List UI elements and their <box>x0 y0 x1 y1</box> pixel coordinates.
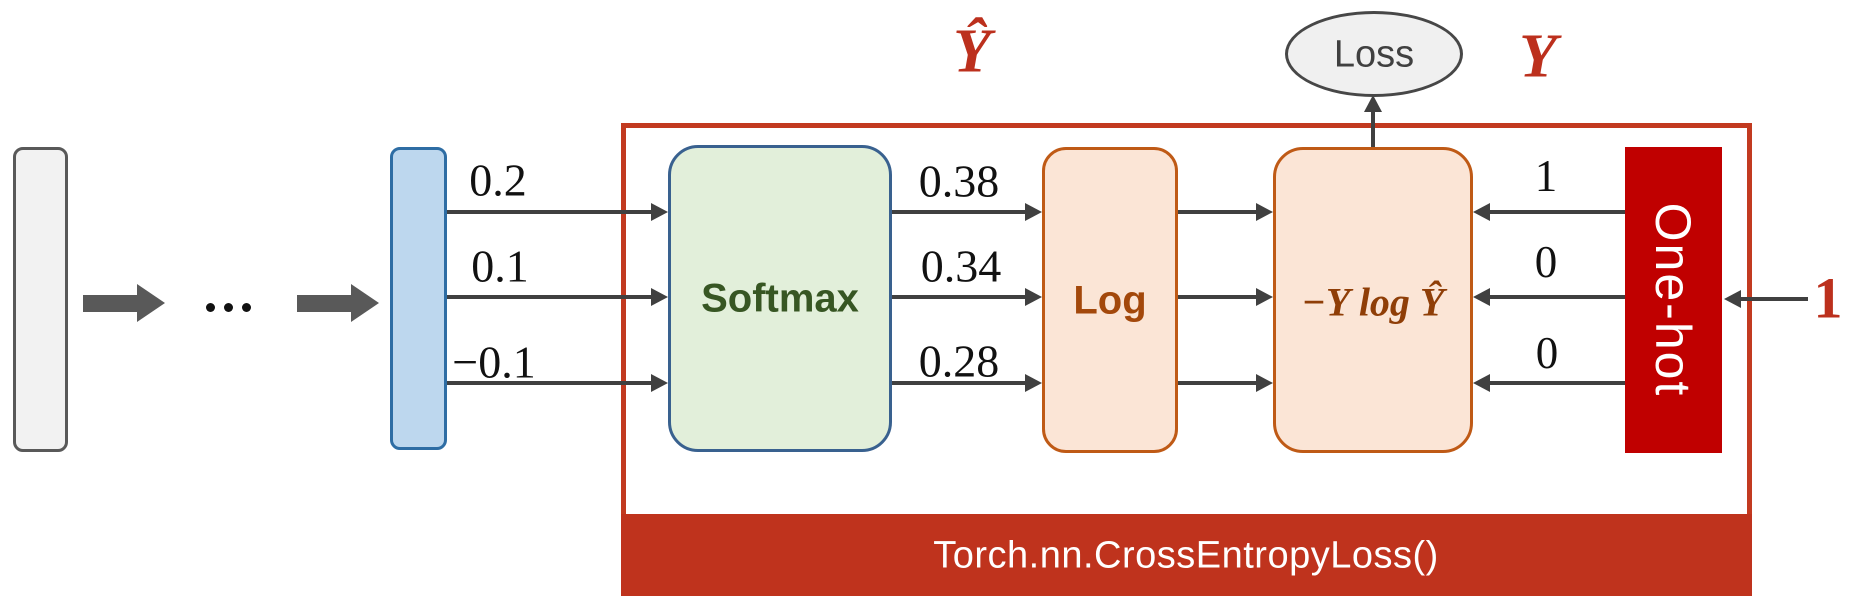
prob-arrowhead-1 <box>1025 203 1042 221</box>
logits-vector-bar <box>390 147 447 450</box>
logit-line-1 <box>447 210 654 214</box>
softmax-box <box>668 145 892 452</box>
onehot-value-2: 0 <box>1534 237 1558 287</box>
onehot-arrowhead-3 <box>1473 374 1490 392</box>
log-arrowhead-2 <box>1256 288 1273 306</box>
onehot-line-3 <box>1487 381 1625 385</box>
y-hat-annotation: Ŷ <box>953 17 991 86</box>
ellipsis-dot-3 <box>242 303 251 312</box>
prob-arrowhead-2 <box>1025 288 1042 306</box>
prob-arrowhead-3 <box>1025 374 1042 392</box>
prob-value-2: 0.34 <box>920 240 1002 292</box>
flow-arrow-2-body <box>297 295 353 312</box>
y-annotation: Y <box>1519 22 1557 91</box>
ellipsis-dot-2 <box>224 303 233 312</box>
onehot-value-1: 1 <box>1534 151 1558 201</box>
prob-line-2 <box>892 295 1028 299</box>
loss-arrowhead <box>1364 95 1382 112</box>
log-box <box>1042 147 1178 453</box>
flow-arrow-2-head <box>351 284 379 322</box>
nll-box <box>1273 147 1473 453</box>
logit-value-1: 0.2 <box>469 154 527 206</box>
log-arrowhead-3 <box>1256 374 1273 392</box>
logit-arrowhead-2 <box>651 288 668 306</box>
onehot-line-2 <box>1487 295 1625 299</box>
footer-label: Torch.nn.CrossEntropyLoss() <box>933 534 1439 577</box>
onehot-line-1 <box>1487 210 1625 214</box>
prob-value-1: 0.38 <box>918 155 1000 207</box>
logit-arrowhead-1 <box>651 203 668 221</box>
input-vector-bar <box>13 147 68 452</box>
onehot-arrowhead-2 <box>1473 288 1490 306</box>
target-value: 1 <box>1813 265 1843 331</box>
prob-value-3: 0.28 <box>918 335 1000 387</box>
footer-bar <box>621 514 1752 596</box>
flow-arrow-1-body <box>83 295 139 312</box>
nll-formula: −Y log Ŷ <box>1301 279 1445 325</box>
target-line <box>1738 297 1808 301</box>
loss-label: Loss <box>1333 33 1415 76</box>
target-arrowhead <box>1724 290 1741 308</box>
prob-line-3 <box>892 381 1028 385</box>
log-line-1 <box>1178 210 1259 214</box>
onehot-value-3: 0 <box>1535 328 1559 378</box>
onehot-label: One-hot <box>1645 202 1701 398</box>
flow-arrow-1-head <box>137 284 165 322</box>
ellipsis-dot-1 <box>206 303 215 312</box>
log-line-3 <box>1178 381 1259 385</box>
log-label: Log <box>1073 278 1147 323</box>
loss-node <box>1285 11 1463 97</box>
logit-value-3: −0.1 <box>452 336 536 388</box>
log-line-2 <box>1178 295 1259 299</box>
loss-line <box>1371 109 1375 147</box>
softmax-label: Softmax <box>701 276 859 321</box>
prob-line-1 <box>892 210 1028 214</box>
logit-arrowhead-3 <box>651 374 668 392</box>
onehot-box <box>1625 147 1722 453</box>
logit-line-2 <box>447 295 654 299</box>
logit-line-3 <box>447 381 654 385</box>
logit-value-2: 0.1 <box>471 240 529 292</box>
log-arrowhead-1 <box>1256 203 1273 221</box>
onehot-arrowhead-1 <box>1473 203 1490 221</box>
